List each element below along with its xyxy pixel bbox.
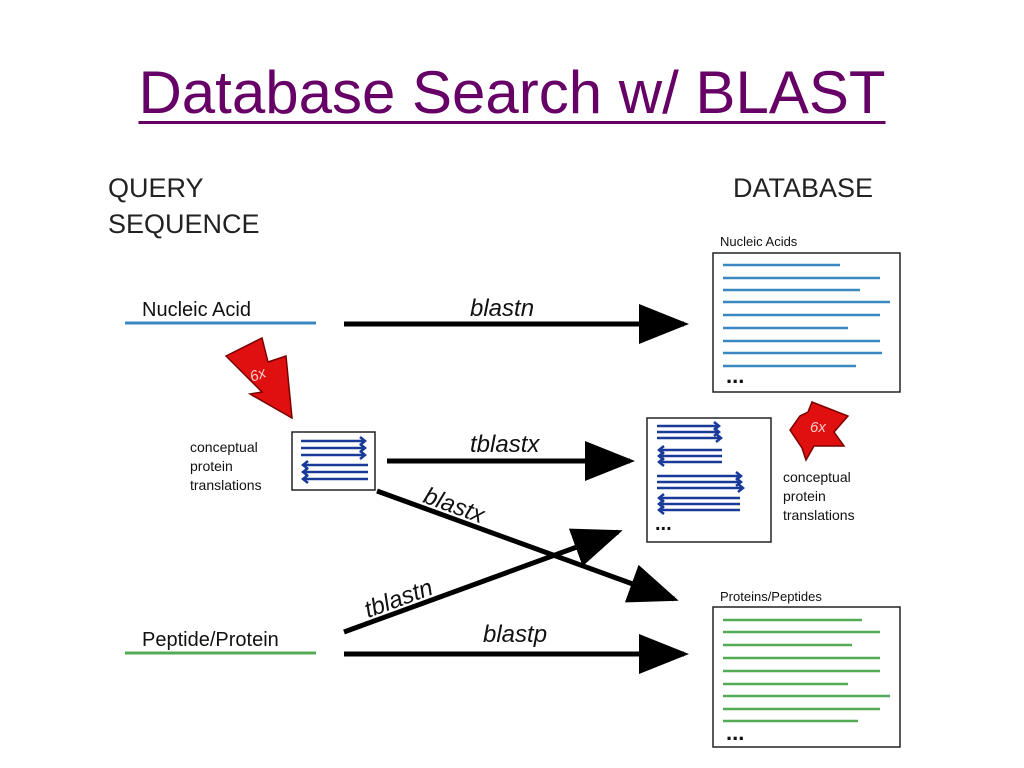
query-translation-lines bbox=[300, 436, 368, 484]
blastn-label: blastn bbox=[470, 295, 534, 322]
nucleic-acids-db-lines bbox=[723, 263, 890, 368]
blastp-label: blastp bbox=[483, 621, 547, 648]
proteins-db-lines bbox=[723, 618, 890, 723]
slide-title: Database Search w/ BLAST bbox=[138, 59, 886, 126]
query-translation-label: conceptual protein translations bbox=[190, 438, 262, 495]
tblastx-label: tblastx bbox=[470, 431, 540, 458]
six-frame-badge-db: 6x bbox=[810, 419, 826, 436]
query-header: QUERY SEQUENCE bbox=[108, 170, 260, 242]
nucleic-acids-db-box bbox=[712, 252, 901, 393]
db-translation-label-line3: translations bbox=[783, 507, 855, 523]
database-header: DATABASE bbox=[733, 173, 874, 203]
db-translation-ellipsis: ... bbox=[655, 513, 672, 535]
peptide-protein-query-label: Peptide/Protein bbox=[142, 629, 279, 651]
proteins-db-box bbox=[712, 606, 901, 748]
blastx-arrow bbox=[376, 488, 679, 603]
query-header-line2: SEQUENCE bbox=[108, 209, 260, 239]
db-translation-lines bbox=[656, 421, 746, 515]
tblastn-arrow bbox=[343, 528, 623, 635]
translation-label-line2: protein bbox=[190, 458, 233, 474]
six-frame-arrow-db-icon: 6x bbox=[789, 401, 850, 462]
translation-label-line3: translations bbox=[190, 477, 262, 493]
db-translation-label-line2: protein bbox=[783, 488, 826, 504]
query-header-line1: QUERY bbox=[108, 173, 204, 203]
nucleic-db-ellipsis: ... bbox=[726, 363, 744, 388]
proteins-db-ellipsis: ... bbox=[726, 720, 744, 745]
blastx-label: blastx bbox=[420, 482, 489, 529]
db-translation-label: conceptual protein translations bbox=[783, 468, 855, 525]
nucleic-acids-db-label: Nucleic Acids bbox=[720, 234, 798, 249]
six-frame-badge-query: 6x bbox=[248, 364, 269, 386]
db-translation-label-line1: conceptual bbox=[783, 469, 851, 485]
nucleic-acid-query-label: Nucleic Acid bbox=[142, 299, 251, 321]
proteins-db-label: Proteins/Peptides bbox=[720, 589, 822, 604]
six-frame-arrow-query-icon: 6x bbox=[224, 336, 293, 420]
translation-label-line1: conceptual bbox=[190, 439, 258, 455]
tblastn-label: tblastn bbox=[361, 574, 437, 624]
